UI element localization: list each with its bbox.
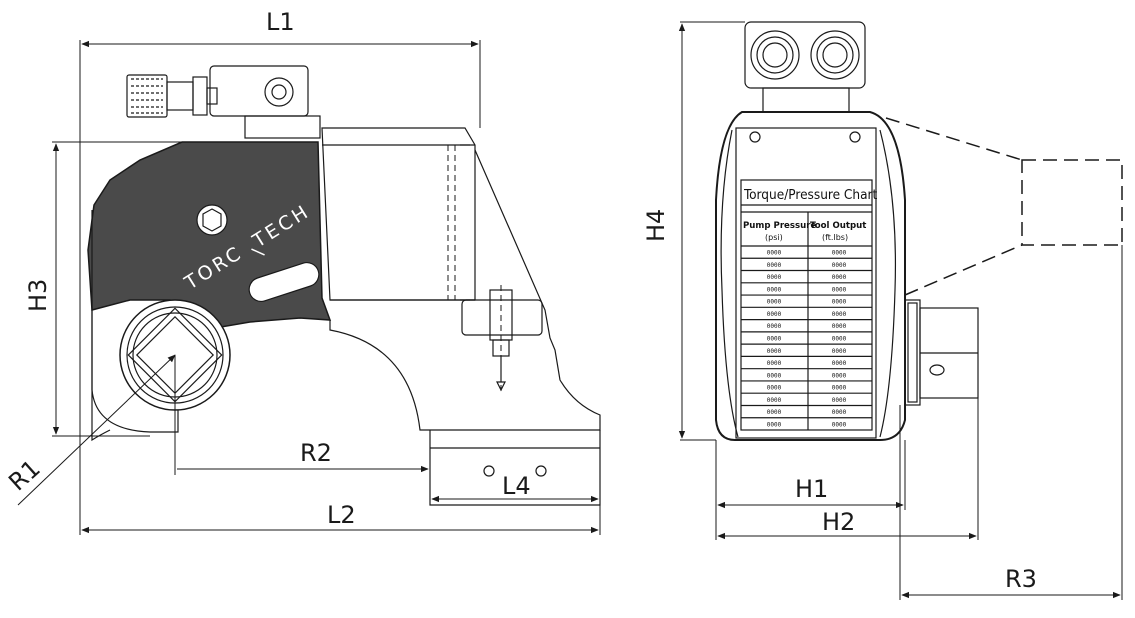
label-R2: R2: [300, 439, 332, 467]
chart-cell-pressure: 0000: [767, 250, 782, 257]
chart-cell-output: 0000: [832, 286, 847, 293]
front-body: [715, 111, 906, 441]
chart-cell-output: 0000: [832, 299, 847, 306]
chart-cell-pressure: 0000: [767, 262, 782, 269]
reaction-arm: [329, 149, 601, 506]
label-H3: H3: [24, 279, 52, 312]
label-R3: R3: [1005, 565, 1037, 593]
cylinder: [321, 127, 476, 301]
chart-cell-pressure: 0000: [767, 385, 782, 392]
chart-cell-pressure: 0000: [767, 299, 782, 306]
label-L1: L1: [266, 8, 295, 36]
label-H1: H1: [795, 475, 828, 503]
chart-cell-output: 0000: [832, 274, 847, 281]
chart-cell-output: 0000: [832, 360, 847, 367]
chart-title: Torque/Pressure Chart: [743, 187, 878, 203]
chart-cell-output: 0000: [832, 348, 847, 355]
chart-cell-pressure: 0000: [767, 323, 782, 330]
chart-cell-output: 0000: [832, 372, 847, 379]
chart-col2-header: Tool Output: [810, 221, 866, 231]
chart-cell-output: 0000: [832, 323, 847, 330]
chart-cell-pressure: 0000: [767, 397, 782, 404]
chart-cell-pressure: 0000: [767, 372, 782, 379]
chart-cell-output: 0000: [832, 409, 847, 416]
chart-cell-output: 0000: [832, 385, 847, 392]
swivel-block: [744, 21, 866, 113]
chart-cell-output: 0000: [832, 336, 847, 343]
chart-cell-pressure: 0000: [767, 274, 782, 281]
chart-col1-header: Pump Pressure: [743, 221, 816, 231]
chart-cell-pressure: 0000: [767, 336, 782, 343]
label-H4: H4: [642, 209, 670, 242]
chart-col1-unit: (psi): [765, 233, 783, 242]
chart-cell-output: 0000: [832, 421, 847, 428]
reaction-arm-outline: [885, 117, 1123, 296]
retaining-pin: [461, 285, 543, 395]
hose-coupler: [126, 65, 321, 139]
label-L4: L4: [502, 472, 531, 500]
chart-cell-pressure: 0000: [767, 286, 782, 293]
chart-cell-output: 0000: [832, 311, 847, 318]
label-L2: L2: [327, 501, 356, 529]
label-R1: R1: [3, 454, 45, 496]
chart-cell-output: 0000: [832, 250, 847, 257]
chart-cell-pressure: 0000: [767, 421, 782, 428]
chart-cell-pressure: 0000: [767, 360, 782, 367]
front-view: Torque/Pressure Chart Pump Pressure (psi…: [642, 21, 1123, 600]
torque-pressure-chart: Torque/Pressure Chart Pump Pressure (psi…: [740, 179, 878, 431]
side-view: TORC TECH: [3, 8, 601, 535]
chart-cell-pressure: 0000: [767, 311, 782, 318]
chart-col2-unit: (ft.lbs): [822, 233, 848, 242]
square-drive: [904, 299, 979, 406]
chart-cell-output: 0000: [832, 397, 847, 404]
chart-cell-pressure: 0000: [767, 348, 782, 355]
chart-cell-pressure: 0000: [767, 409, 782, 416]
label-H2: H2: [822, 508, 855, 536]
chart-cell-output: 0000: [832, 262, 847, 269]
